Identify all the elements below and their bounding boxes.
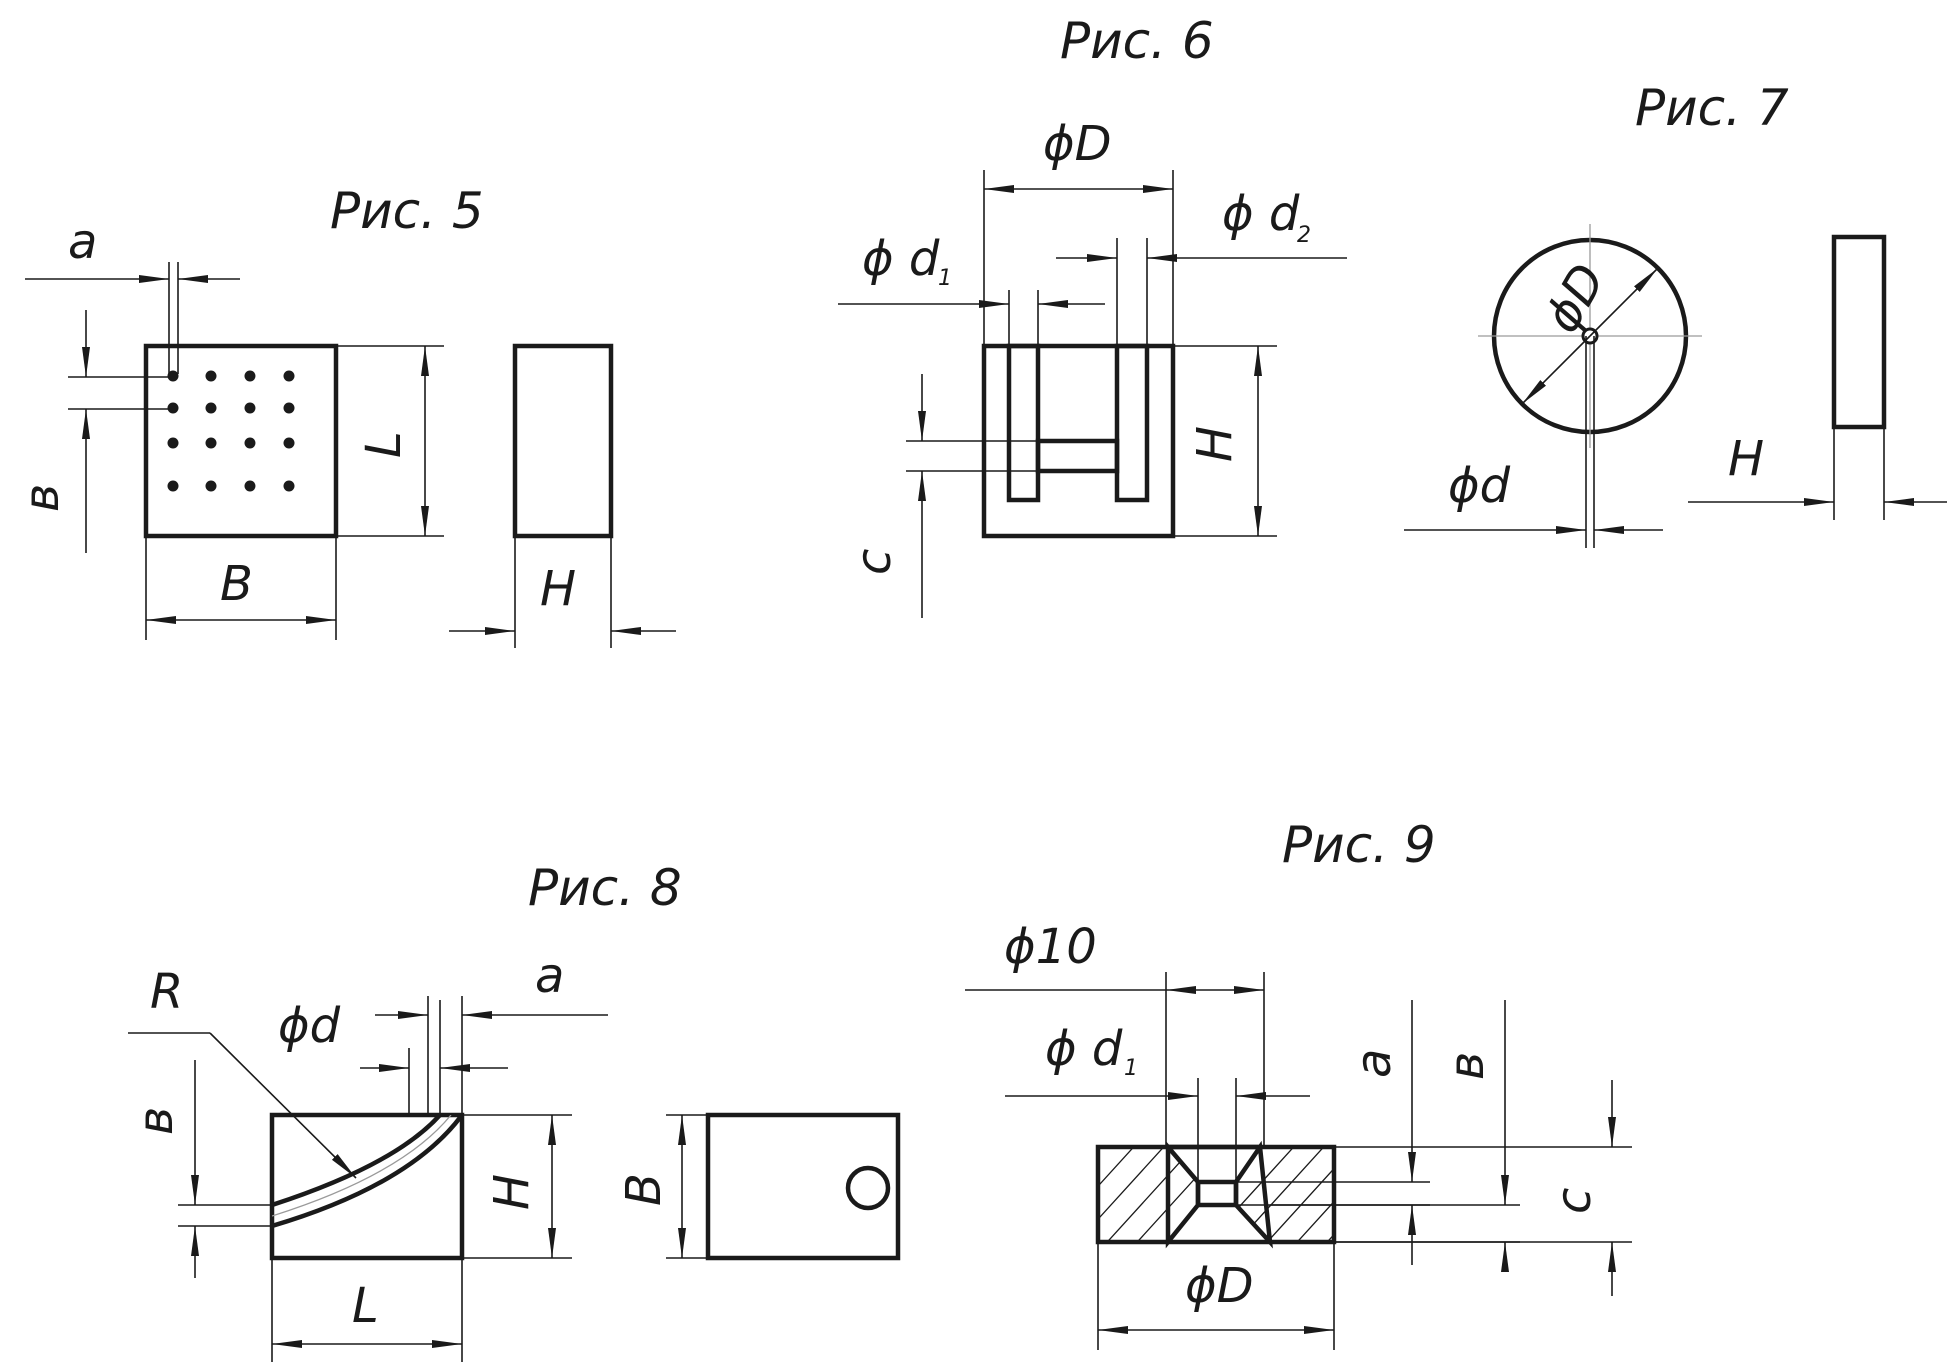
fig5-label-a: a [68, 214, 97, 270]
fig6-label-d2-sub: 2 [1297, 223, 1311, 248]
fig5-hole-grid [167, 370, 295, 492]
fig5-label-L: L [356, 431, 412, 458]
fig8-block-side [705, 1112, 901, 1261]
figure-6-title: Рис. 6 [1060, 12, 1214, 70]
fig8-label-d: ϕd [278, 998, 341, 1054]
fig7-label-D: ϕD [1534, 255, 1617, 342]
fig6-label-d1: ϕ d [862, 231, 940, 287]
fig9-dim-d1: ϕ d 1 [1005, 1021, 1310, 1182]
fig5-label-b: в [14, 484, 70, 512]
fig7-disc-side [1831, 234, 1887, 430]
fig8-label-B: B [616, 1173, 672, 1206]
figure-8-title: Рис. 8 [528, 859, 682, 917]
fig6-label-D: ϕD [1043, 116, 1112, 172]
fig8-dim-R: R [128, 964, 357, 1179]
fig5-dim-B: B [145, 536, 337, 640]
fig8-dim-H: H [462, 1114, 572, 1259]
fig8-label-L: L [352, 1278, 379, 1334]
fig9-dim-10: ϕ10 [965, 919, 1265, 1147]
fig8-dim-d: ϕd [278, 998, 508, 1115]
fig5-dim-b: в [14, 310, 173, 553]
fig6-dim-d2: ϕ d 2 [1056, 186, 1347, 346]
fig9-body-section [1095, 1144, 1337, 1245]
fig9-label-d1-sub: 1 [1124, 1056, 1138, 1081]
figure-9-title: Рис. 9 [1282, 816, 1436, 874]
figure-5-title: Рис. 5 [330, 182, 484, 240]
fig9-label-b: в [1439, 1052, 1495, 1080]
fig6-label-d1-sub: 1 [938, 266, 952, 291]
fig9-dim-c: c [1334, 1080, 1632, 1296]
fig8-dim-L: L [271, 1258, 463, 1362]
fig6-bore-left [1006, 343, 1041, 503]
fig9-label-c: c [1546, 1188, 1602, 1214]
fig7-label-H: H [1728, 431, 1764, 487]
fig9-through-hole [1195, 1179, 1239, 1208]
fig5-label-B: B [220, 556, 253, 612]
fig8-dim-a: a [375, 948, 608, 1115]
fig7-dim-H: H [1688, 427, 1947, 520]
figure-9: Рис. 9 ϕ10 [965, 816, 1632, 1350]
fig8-label-a: a [535, 948, 564, 1004]
fig6-label-c: c [846, 549, 902, 575]
figure-8: Рис. 8 R ϕd a [128, 859, 901, 1362]
fig8-dim-B: B [616, 1114, 708, 1259]
fig9-label-a: a [1346, 1049, 1402, 1078]
fig8-curved-channel [272, 1115, 462, 1229]
fig8-block-front [269, 1112, 465, 1261]
fig6-label-H: H [1187, 426, 1243, 462]
fig7-label-d: ϕd [1448, 458, 1511, 514]
fig5-dim-a: a [25, 214, 240, 374]
fig6-bore-right [1114, 343, 1150, 503]
fig7-dim-d: ϕd [1404, 336, 1663, 548]
fig8-label-H: H [484, 1174, 540, 1210]
figure-5: Рис. 5 a в [14, 182, 676, 648]
fig9-cone-right [1233, 1140, 1273, 1249]
fig5-dim-H: H [449, 536, 676, 648]
figure-7-title: Рис. 7 [1635, 79, 1789, 137]
fig8-dim-b: в [128, 1060, 272, 1278]
fig6-dim-c: c [846, 374, 1038, 618]
fig6-dim-D: ϕD [983, 116, 1174, 346]
fig6-channel [1035, 438, 1120, 474]
figure-7: Рис. 7 ϕD ϕd H [1404, 79, 1947, 548]
fig5-dim-L: L [336, 345, 444, 537]
fig8-channel-outlet [845, 1165, 891, 1211]
fig9-label-d1: ϕ d [1045, 1021, 1123, 1077]
fig9-cone-left [1165, 1140, 1201, 1249]
fig8-label-R: R [150, 964, 183, 1020]
fig6-dim-H: H [1173, 345, 1277, 537]
fig6-label-d2: ϕ d [1222, 186, 1300, 242]
fig5-plate-side [512, 343, 614, 539]
fig9-label-D: ϕD [1185, 1258, 1254, 1314]
fig9-dim-b: в [1270, 1000, 1520, 1272]
fig5-plate-front [143, 343, 339, 539]
fig5-label-H: H [540, 561, 576, 617]
fig6-dim-d1: ϕ d 1 [838, 231, 1105, 346]
figure-6: Рис. 6 ϕD ϕ d 1 ϕ d 2 [838, 12, 1347, 618]
fig9-dim-D: ϕD [1097, 1242, 1335, 1350]
fig8-label-b: в [128, 1107, 184, 1135]
fig9-label-10: ϕ10 [1004, 919, 1097, 975]
